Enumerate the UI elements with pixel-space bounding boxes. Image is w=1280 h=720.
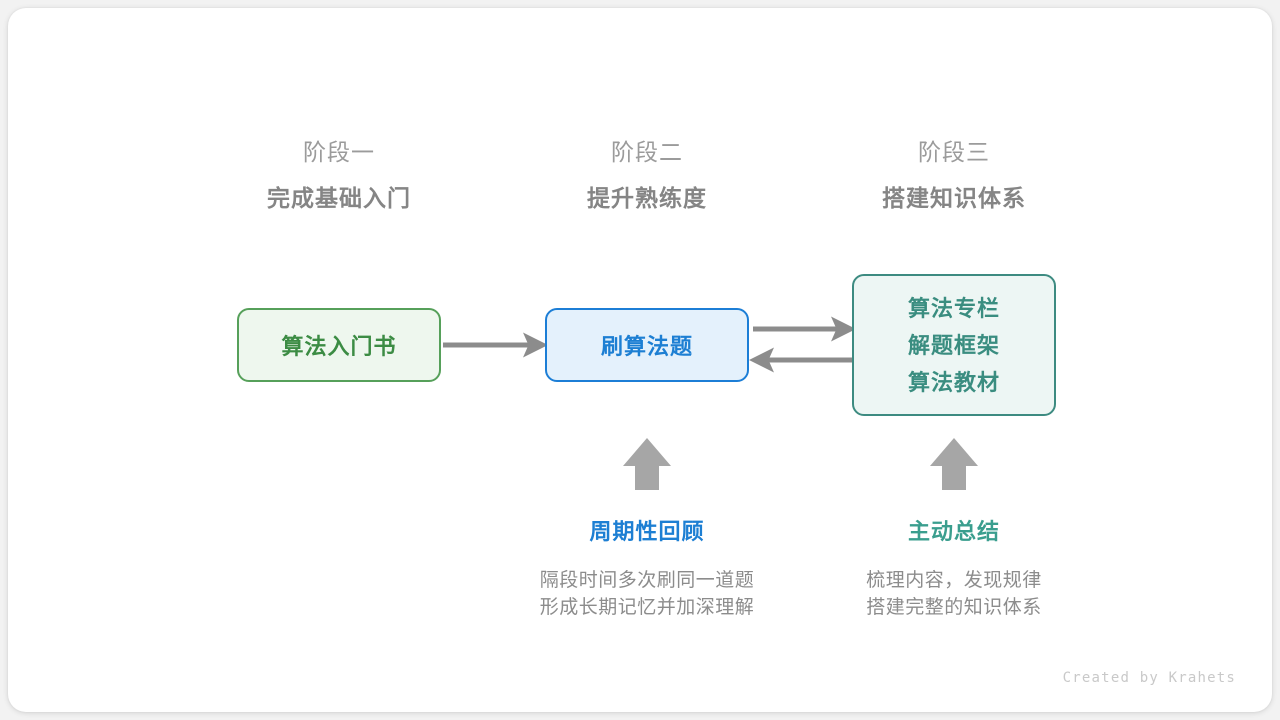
annotation-periodic-review: 周期性回顾 隔段时间多次刷同一道题 形成长期记忆并加深理解: [497, 517, 797, 621]
stage-number-3: 阶段三: [918, 139, 990, 165]
stage-number-1: 阶段一: [303, 139, 375, 165]
stage-heading-1: 阶段一 完成基础入门: [209, 137, 469, 213]
stage-heading-2: 阶段二 提升熟练度: [517, 137, 777, 213]
annotation-title-periodic-review: 周期性回顾: [589, 519, 705, 544]
annotation-desc-active-summary: 梳理内容，发现规律 搭建完整的知识体系: [804, 567, 1104, 621]
node-resources-line-2: 解题框架: [907, 332, 1000, 358]
arrow-summary-up-icon: [930, 438, 978, 490]
annotation-desc-line-1: 梳理内容，发现规律: [866, 570, 1042, 591]
annotation-desc-line-1: 隔段时间多次刷同一道题: [539, 570, 755, 591]
annotation-desc-periodic-review: 隔段时间多次刷同一道题 形成长期记忆并加深理解: [497, 567, 797, 621]
annotation-title-active-summary: 主动总结: [907, 519, 1000, 544]
node-algorithm-intro-book[interactable]: 算法入门书: [237, 308, 441, 382]
stage-title-2: 提升熟练度: [587, 185, 707, 211]
node-resources-line-3: 算法教材: [907, 369, 1000, 395]
stage-number-2: 阶段二: [611, 139, 683, 165]
node-learning-resources[interactable]: 算法专栏 解题框架 算法教材: [852, 274, 1056, 416]
stage-title-3: 搭建知识体系: [882, 185, 1026, 211]
annotation-desc-line-2: 形成长期记忆并加深理解: [539, 597, 755, 618]
stage-title-1: 完成基础入门: [267, 185, 411, 211]
stage-heading-3: 阶段三 搭建知识体系: [824, 137, 1084, 213]
node-practice-line-1: 刷算法题: [600, 334, 693, 359]
node-resources-line-1: 算法专栏: [907, 295, 1000, 321]
annotation-desc-line-2: 搭建完整的知识体系: [866, 597, 1042, 618]
arrow-review-up-icon: [623, 438, 671, 490]
credit-text: Created by Krahets: [1062, 670, 1236, 686]
node-practice-problems[interactable]: 刷算法题: [545, 308, 749, 382]
content-card: 阶段一 完成基础入门 阶段二 提升熟练度 阶段三 搭建知识体系: [8, 8, 1272, 712]
annotation-active-summary: 主动总结 梳理内容，发现规律 搭建完整的知识体系: [804, 517, 1104, 621]
node-book-line-1: 算法入门书: [281, 334, 397, 359]
